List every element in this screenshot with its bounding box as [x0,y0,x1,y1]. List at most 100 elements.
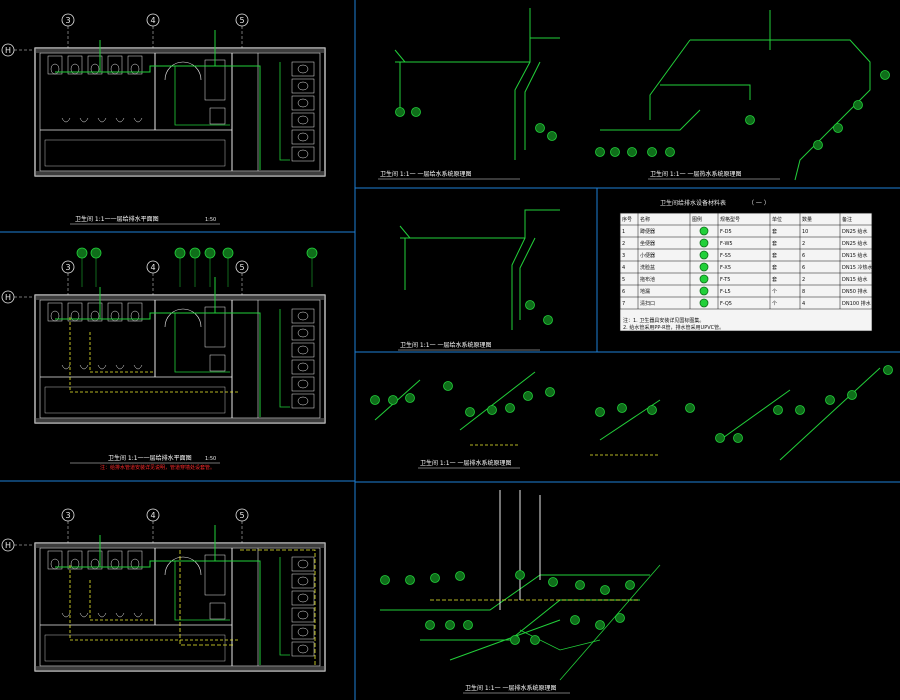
axis-label-c4: 4 [151,511,156,520]
fixture-pan-right [297,64,309,74]
fixture-bubble [685,403,695,413]
fixture-bubble [523,391,533,401]
plan-title: 卫生间 1:1一一层给排水平面图 [108,454,192,462]
fixture-bubble [515,570,525,580]
fixture-bubble [595,407,605,417]
pipe-hot-2 [69,317,240,393]
table-cell: 小便器 [640,252,655,259]
system-diagram-3: 卫生间 1:1一 一层给水系统原理图 [398,209,560,351]
fixture-bubble [853,100,863,110]
sys2-left [649,39,691,120]
fixture-pan [130,63,140,75]
table-cell: DN25 给水 [842,228,868,235]
fixture-bubble [595,620,605,630]
riser-bubble [306,247,318,259]
fixture-bubble [430,573,440,583]
sys5-title: 卫生间 1:1一 一层排水系统原理图 [465,684,556,692]
system-diagrams: 卫生间 1:1一 一层给水系统原理图卫生间 1:1一 一层热水系统原理图卫生间 … [370,8,893,694]
fixture-pan [70,310,80,322]
sys2-lower [600,109,701,131]
fixture-urinal [115,612,125,618]
system-diagram-2: 卫生间 1:1一 一层热水系统原理图 [595,10,890,181]
axis-label-c3: 3 [66,16,71,25]
fixture-urinal [97,612,107,618]
plan-scale: 1:50 [205,456,216,462]
fixture-stall-right [291,590,315,606]
riser-bubble [204,247,216,259]
table-cell: DN50 排水 [842,288,868,295]
fixture-bubble [425,620,435,630]
fixture-bubble [883,365,893,375]
table-cell: 2 [622,241,625,247]
pipe-branch-right [279,557,290,656]
fixture-stall-right [291,325,315,341]
fixture-mop-sink [209,354,226,372]
fixture-urinal [115,364,125,370]
sys4-seg [719,389,791,441]
fixture-pan [50,63,60,75]
sys4-seg [779,367,881,461]
fixture-urinal [79,117,89,123]
fixture-bubble [825,395,835,405]
fixture-pan [90,310,100,322]
table-header-cell: 图例 [692,216,702,223]
fixture-pan [50,310,60,322]
sys4-title: 卫生间 1:1一 一层排水系统原理图 [420,459,511,467]
table-cell: 7 [622,301,625,307]
fixture-pan [50,558,60,570]
fixture-urinal [61,612,71,618]
fixture-bubble [647,405,657,415]
fixture-bubble [665,147,675,157]
table-cell: DN25 给水 [842,240,868,247]
fixture-pan-right [297,379,309,389]
fixture-pan [110,63,120,75]
fixture-bubble [600,585,610,595]
table-legend-symbol [699,226,709,236]
sys5-diag [559,564,661,681]
sys4-seg [459,371,536,431]
pipe-hot-4 [240,549,316,665]
axis-label-c3: 3 [66,263,71,272]
table-legend-symbol [699,238,709,248]
plan-scale: 1:50 [205,217,216,223]
fixture-pan [110,558,120,570]
fixture-pan-right [297,81,309,91]
fixture-bubble [715,433,725,443]
table-cell: 坐便器 [640,240,655,247]
fixture-pan-right [297,610,309,620]
table-cell: F-Q5 [720,301,732,307]
fixture-urinal [61,117,71,123]
wall-hatch-top [35,543,325,548]
table-cell: 套 [772,276,777,283]
fixture-pan-right [297,362,309,372]
fixture-pan-right [297,559,309,569]
table-cell: 1 [622,229,625,235]
pipe-hot-3 [179,550,235,646]
table-body [619,212,873,332]
table-cell: 个 [772,301,777,307]
fixture-stall-right [291,61,315,77]
table-header-cell: 名称 [640,216,650,223]
table-cell: 个 [772,289,777,295]
fixture-urinal [97,364,107,370]
table-cell: 清扫口 [640,300,655,307]
riser-bubble [90,247,102,259]
table-note-1: 注：1. 卫生器具安装详见国标图集。 [623,317,704,324]
fixture-pan-right [297,98,309,108]
axis-label-c5: 5 [240,511,245,520]
fixture-bubble [405,393,415,403]
fixture-bubble [547,131,557,141]
fixture-pan-right [297,132,309,142]
fixture-bubble [455,571,465,581]
fixture-bubble [647,147,657,157]
sys2-branch [660,84,751,100]
fixture-stall-right [291,393,315,409]
table-cell: 套 [772,252,777,259]
table-legend-symbol [699,262,709,272]
table-cell: 4 [622,265,625,271]
axis-label-c3: 3 [66,511,71,520]
